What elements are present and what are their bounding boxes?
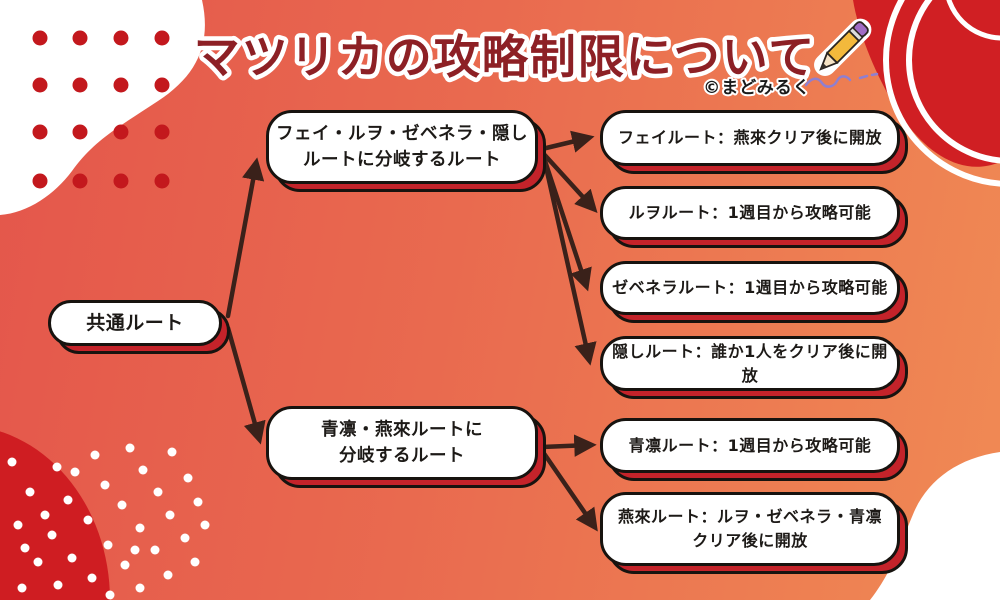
credit-text: ©まどみるく — [703, 78, 811, 98]
node-label: フェイ・ルヲ・ゼベネラ・隠し ルートに分岐するルート — [276, 123, 528, 170]
arrow-branch2-to-route5 — [539, 434, 597, 457]
node-branch-seirin-enrai: 青凛・燕來ルートに 分岐するルート — [266, 406, 546, 488]
node-label: 青凛ルート：1週目から攻略可能 — [628, 435, 872, 455]
node-label: フェイルート：燕來クリア後に開放 — [617, 128, 882, 147]
node-label: 燕來ルート：ルヲ・ゼベネラ・青凛 クリア後に開放 — [617, 507, 882, 550]
node-route-fei: フェイルート：燕來クリア後に開放 — [600, 110, 908, 174]
node-route-enrai: 燕來ルート：ルヲ・ゼベネラ・青凛 クリア後に開放 — [600, 492, 908, 574]
white-confetti-dots — [7, 443, 210, 600]
node-route-hidden: 隠しルート：誰か1人をクリア後に開放 — [600, 336, 908, 399]
node-box: 共通ルート — [48, 300, 222, 346]
node-box: 燕來ルート：ルヲ・ゼベネラ・青凛 クリア後に開放 — [600, 492, 900, 566]
node-box: ルヲルート：1週目から攻略可能 — [600, 186, 900, 240]
node-label: 青凛・燕來ルートに 分岐するルート — [321, 419, 483, 466]
page-title: マツリカの攻略制限について — [194, 30, 817, 84]
node-route-ruo: ルヲルート：1週目から攻略可能 — [600, 186, 908, 248]
node-box: ゼベネラルート：1週目から攻略可能 — [600, 261, 900, 315]
red-dot-grid — [32, 30, 170, 189]
decorative-ring-corner — [946, 0, 1000, 41]
bottom-left-red-blob — [0, 431, 110, 600]
decorative-ring-inner — [906, 0, 1000, 164]
node-label: 隠しルート：誰か1人をクリア後に開放 — [612, 341, 888, 385]
node-label: ルヲルート：1週目から攻略可能 — [628, 203, 872, 222]
pencil-icon — [814, 18, 872, 76]
top-left-white-blob — [0, 0, 205, 215]
node-branch-fei-ruo-zebenera-hidden: フェイ・ルヲ・ゼベネラ・隠し ルートに分岐するルート — [266, 110, 546, 192]
node-box: 青凛・燕來ルートに 分岐するルート — [266, 406, 538, 480]
node-box: フェイ・ルヲ・ゼベネラ・隠し ルートに分岐するルート — [266, 110, 538, 184]
arrow-branch2-to-route6 — [540, 449, 598, 532]
squiggle-line — [804, 75, 852, 88]
arrow-root-to-branch1 — [225, 157, 265, 319]
arrow-root-to-branch2 — [225, 325, 266, 445]
node-box: 青凛ルート：1週目から攻略可能 — [600, 418, 900, 473]
squiggle-dashes — [858, 72, 879, 80]
arrow-branch1-to-route2 — [539, 149, 598, 213]
node-label: ゼベネラルート：1週目から攻略可能 — [612, 278, 888, 297]
node-route-seirin: 青凛ルート：1週目から攻略可能 — [600, 418, 908, 481]
arrow-branch1-to-route4 — [541, 155, 597, 366]
arrow-branch1-to-route1 — [539, 130, 595, 153]
node-common-route: 共通ルート — [48, 300, 230, 354]
node-route-zebenera: ゼベネラルート：1週目から攻略可能 — [600, 261, 908, 323]
node-box: フェイルート：燕來クリア後に開放 — [600, 110, 900, 166]
arrow-branch1-to-route3 — [540, 152, 592, 292]
node-box: 隠しルート：誰か1人をクリア後に開放 — [600, 336, 900, 391]
node-label: 共通ルート — [86, 311, 184, 334]
